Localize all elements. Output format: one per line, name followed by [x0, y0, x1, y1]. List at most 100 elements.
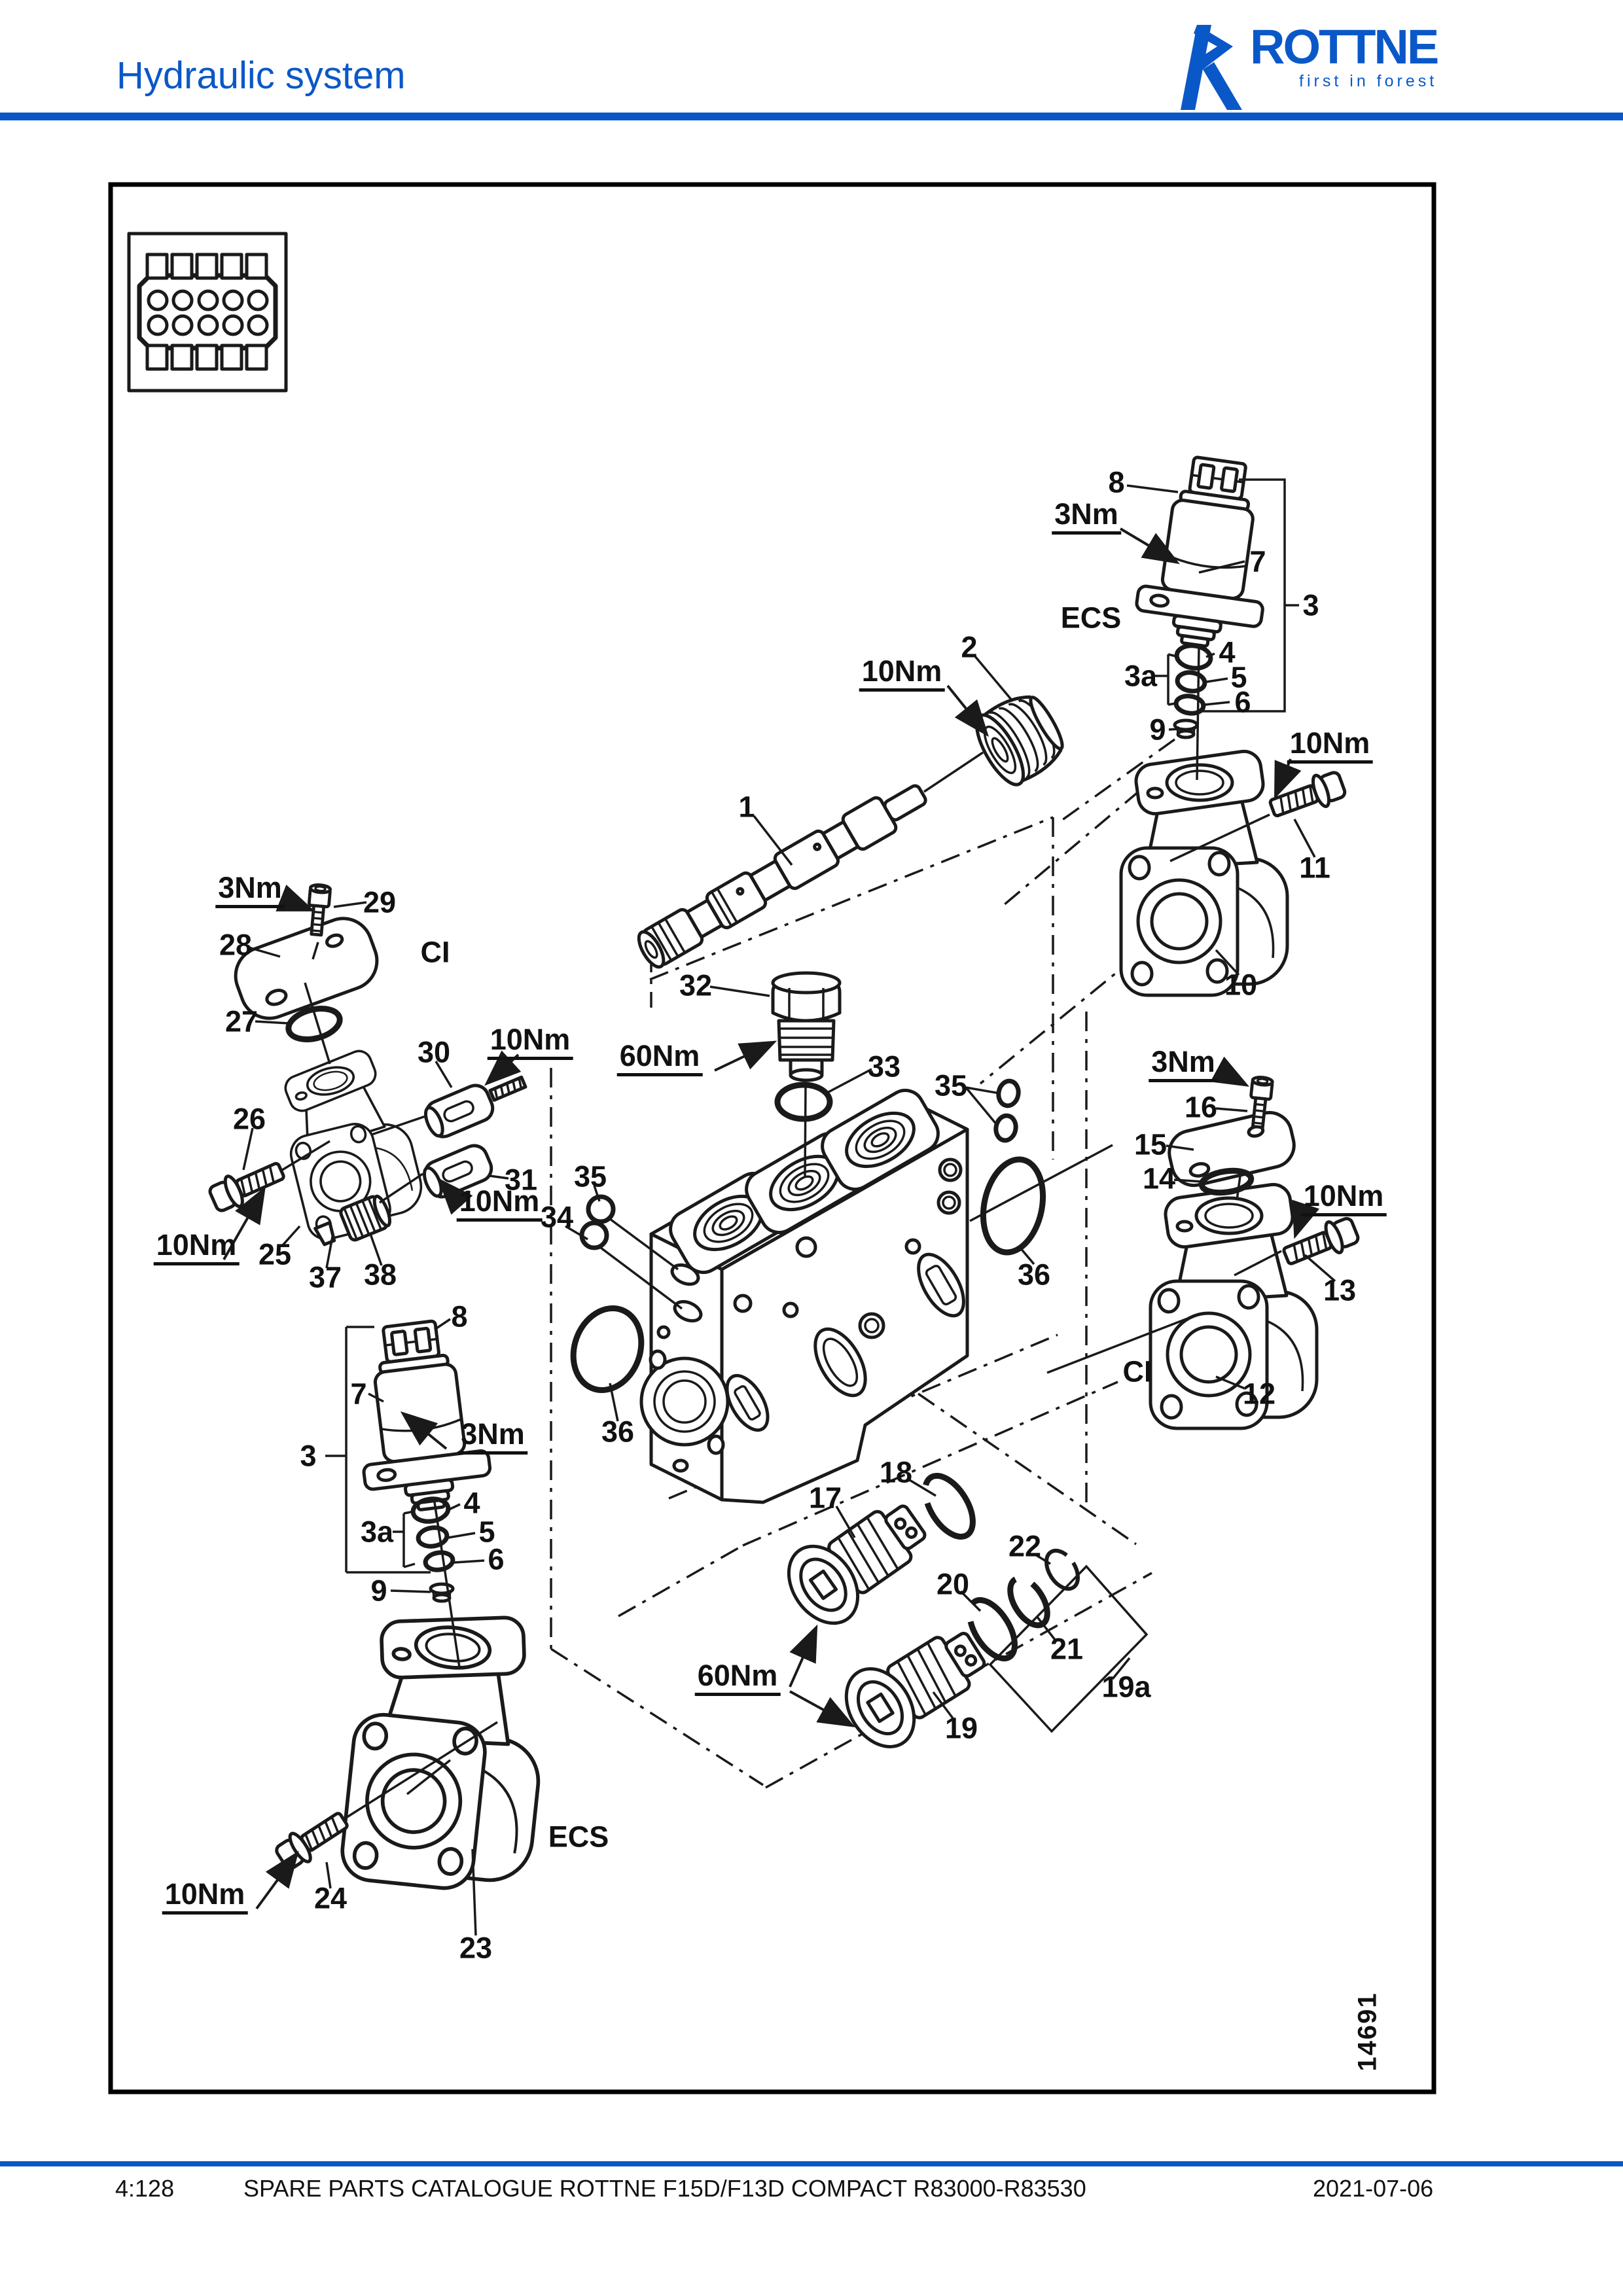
- part-label: 13: [1323, 1273, 1357, 1307]
- part-label: 3a: [1124, 659, 1158, 693]
- part-label: 10Nm: [487, 1025, 573, 1060]
- oring-20: [967, 1597, 1018, 1662]
- part-label: 17: [808, 1481, 842, 1515]
- part-label: 26: [232, 1102, 266, 1136]
- part-label: 15: [1133, 1127, 1168, 1161]
- part-label: 1: [738, 790, 755, 824]
- footer-catalogue-title: SPARE PARTS CATALOGUE ROTTNE F15D/F13D C…: [243, 2175, 1086, 2202]
- valve-body: [639, 1088, 969, 1504]
- plug-32: [771, 971, 842, 1082]
- part-label: 9: [1149, 713, 1166, 747]
- part-label: 9: [370, 1574, 387, 1608]
- part-label: 25: [258, 1237, 292, 1271]
- cover-28: [234, 917, 379, 1020]
- part-label: 22: [1008, 1529, 1042, 1563]
- spool-1: [634, 776, 932, 970]
- cartridge-17: [775, 1486, 940, 1636]
- oring-14: [1198, 1167, 1255, 1196]
- part-label: 3Nm: [458, 1419, 527, 1455]
- bolt-26: [207, 1156, 288, 1216]
- pin-37: [313, 1221, 336, 1246]
- brand-logo: ROTTNE first in forest: [1166, 20, 1439, 110]
- part-label: CI: [420, 935, 450, 969]
- connector-12pin-icon: [127, 232, 288, 393]
- part-label: 19a: [1101, 1670, 1151, 1704]
- oring-33: [774, 1082, 833, 1122]
- part-label: 11: [1299, 851, 1330, 885]
- part-label: CI: [1122, 1354, 1152, 1388]
- logo-wordmark: ROTTNE: [1250, 20, 1439, 74]
- footer-divider: [0, 2161, 1623, 2166]
- part-label: 5: [1230, 660, 1247, 694]
- part-label: 10Nm: [1300, 1181, 1387, 1216]
- part-label: 34: [540, 1200, 574, 1234]
- header-divider: [0, 113, 1623, 120]
- part-label: 32: [679, 968, 713, 1002]
- bolt-24: [273, 1806, 353, 1873]
- oring-27: [285, 1006, 343, 1042]
- housing-10: [1121, 749, 1287, 995]
- part-label: 31: [504, 1163, 538, 1197]
- oring-18: [922, 1472, 976, 1540]
- part-label: 10Nm: [153, 1230, 240, 1265]
- part-label: 10Nm: [1287, 728, 1373, 764]
- part-label: 4: [1219, 635, 1236, 669]
- part-label: 7: [1249, 544, 1266, 578]
- rottne-r-icon: [1181, 25, 1242, 110]
- logo-tagline: first in forest: [1299, 72, 1438, 91]
- part-label: 5: [478, 1515, 495, 1549]
- torque-arrows: [223, 527, 1320, 1910]
- part-label: 36: [601, 1415, 635, 1449]
- part-label: 3Nm: [1149, 1047, 1218, 1082]
- diagram-frame: [108, 182, 1436, 2094]
- part-label: 6: [488, 1542, 505, 1576]
- part-label: 10Nm: [859, 656, 945, 692]
- cover-15: [1168, 1110, 1296, 1188]
- part-label: 3Nm: [215, 873, 285, 908]
- part-label: 10Nm: [456, 1186, 543, 1222]
- knob-38: [339, 1194, 391, 1242]
- part-label: 20: [936, 1567, 970, 1601]
- part-label: 14: [1142, 1161, 1176, 1195]
- part-label: 12: [1242, 1377, 1276, 1411]
- housing-12: [1150, 1182, 1317, 1428]
- part-label: ECS: [1060, 601, 1122, 635]
- part-label: 18: [879, 1455, 913, 1489]
- oring-36-left: [570, 1305, 645, 1394]
- oring-36-right: [980, 1156, 1046, 1256]
- part-label: 6: [1234, 685, 1251, 719]
- leader-lines: [242, 478, 1336, 1936]
- part-label: 3: [1302, 588, 1319, 622]
- part-label: 36: [1017, 1258, 1051, 1292]
- part-label: 23: [459, 1931, 493, 1965]
- part-label: 8: [451, 1299, 468, 1333]
- part-label: 60Nm: [694, 1661, 781, 1696]
- part-label: 10: [1224, 968, 1258, 1002]
- seal-kit-19a: [988, 1564, 1149, 1733]
- part-label: 28: [219, 928, 253, 962]
- bolt-11: [1267, 768, 1347, 824]
- part-label: 30: [417, 1035, 451, 1069]
- part-label: 27: [224, 1004, 259, 1038]
- part-label: 60Nm: [616, 1041, 703, 1076]
- part-label: 24: [313, 1881, 348, 1915]
- seal-kit-3a-top: [1173, 643, 1213, 716]
- part-label: 35: [573, 1159, 607, 1193]
- ring-22: [1044, 1548, 1080, 1591]
- part-label: 35: [934, 1069, 968, 1103]
- page-title: Hydraulic system: [116, 54, 406, 97]
- part-label: 33: [867, 1050, 901, 1084]
- part-label: 3a: [360, 1515, 394, 1549]
- part-label: 19: [944, 1711, 978, 1745]
- choke-30: [421, 1075, 527, 1141]
- part-label: 2: [961, 630, 978, 664]
- pin-lines: [279, 647, 1282, 1821]
- part-label: 3Nm: [1052, 499, 1121, 535]
- footer-page-ref: 4:128: [115, 2175, 175, 2202]
- footer-date: 2021-07-06: [1313, 2175, 1434, 2202]
- part-label: 16: [1184, 1090, 1218, 1124]
- part-label: 3: [300, 1439, 317, 1473]
- part-label: 29: [363, 885, 397, 919]
